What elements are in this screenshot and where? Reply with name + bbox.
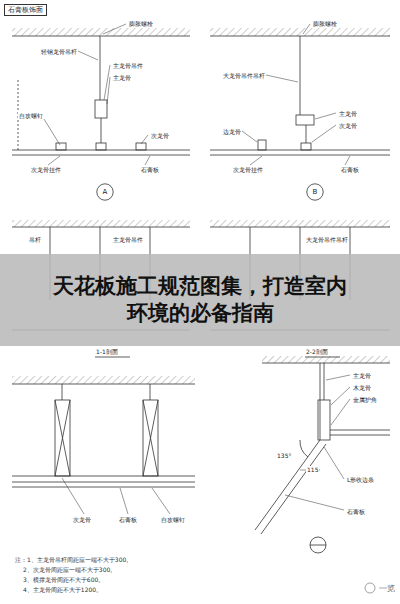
- detail-circle: A: [96, 183, 114, 201]
- part-label: 石膏板: [340, 166, 360, 173]
- part-label: 自攻螺钉: [18, 112, 44, 119]
- part-label: 次龙骨: [72, 516, 92, 523]
- watermark: 一览: [378, 584, 396, 593]
- part-label: 轻钢龙骨吊杆: [40, 48, 78, 55]
- part-label: 石膏板: [346, 508, 366, 515]
- part-label: 自攻螺钉: [160, 516, 186, 523]
- part-label: 边龙骨: [222, 128, 242, 135]
- part-label: 主龙骨: [352, 372, 372, 379]
- part-label: 2-2剖面: [305, 348, 329, 355]
- sheet-title-box: 石膏板饰面: [4, 4, 47, 16]
- part-label: 次龙骨挂件: [232, 166, 264, 173]
- title-banner: 天花板施工规范图集，打造室内环境的必备指南: [0, 254, 400, 346]
- part-label: 木龙骨: [352, 384, 372, 391]
- detail-circle: B: [306, 183, 324, 201]
- part-label: 次龙骨挂件: [30, 166, 62, 173]
- note-text: 2、次龙骨间距应一端不大于300。: [22, 566, 117, 573]
- part-label: 主龙骨吊件: [112, 236, 144, 243]
- part-label: 金属护角: [352, 396, 378, 403]
- part-label: 主龙骨: [112, 74, 132, 81]
- part-label: 大龙骨吊件吊杆: [305, 236, 349, 243]
- part-label: 主龙骨: [338, 110, 358, 117]
- part-label: 115: [306, 466, 319, 473]
- part-label: 主龙骨吊件: [112, 62, 144, 69]
- part-label: 大龙骨吊件吊杆: [222, 72, 266, 79]
- part-label: 吊杆: [28, 236, 42, 243]
- part-label: 石膏板: [118, 516, 138, 523]
- part-label: 膨胀螺栓: [312, 20, 338, 27]
- note-text: 3、横撑龙骨间距不大于600。: [22, 576, 105, 583]
- part-label: 135°: [276, 452, 292, 459]
- node-text: B: [313, 188, 318, 196]
- note-text: 4、主龙骨间距不大于1200。: [22, 586, 103, 593]
- node-text: 天花板施工规范图集，打造室内环境的必备指南: [50, 273, 350, 327]
- part-label: 1-1剖面: [95, 348, 119, 355]
- part-label: L形收边条: [346, 476, 375, 483]
- node-text: A: [103, 188, 108, 196]
- part-label: 次龙骨: [150, 132, 170, 139]
- part-label: 石膏板: [140, 166, 160, 173]
- note-text: 注：1、主龙骨吊杆间距应一端不大于300。: [14, 556, 133, 563]
- part-label: 膨胀螺栓: [128, 20, 154, 27]
- node-text: 石膏板饰面: [8, 6, 43, 14]
- part-label: 次龙骨: [338, 122, 358, 129]
